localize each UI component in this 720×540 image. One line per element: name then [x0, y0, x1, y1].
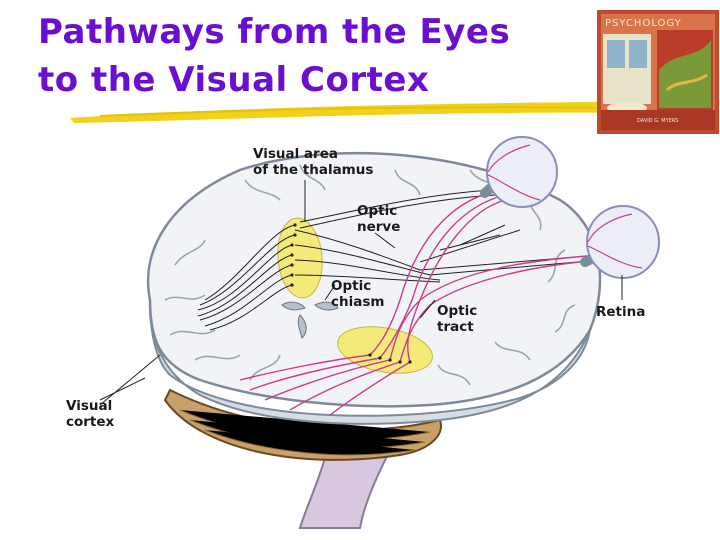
label-optic-tract-line-1: Optic	[437, 303, 478, 319]
label-visual-cortex: Visual cortex	[66, 398, 114, 430]
label-optic-nerve-line-2: nerve	[357, 219, 401, 235]
ventricle-third	[297, 314, 307, 339]
label-thalamus-line-2: of the thalamus	[253, 162, 374, 178]
ventricle-right	[314, 301, 339, 311]
label-optic-nerve-line-1: Optic	[357, 203, 398, 219]
label-optic-tract-line-2: tract	[437, 319, 474, 335]
eyeball-upper	[480, 136, 558, 208]
label-retina: Retina	[596, 304, 645, 320]
label-visual-cortex-line-2: cortex	[66, 414, 115, 430]
label-optic-chiasm: Optic chiasm	[331, 278, 384, 310]
book-author: DAVID G. MYERS	[637, 118, 678, 124]
book-title: PSYCHOLOGY	[605, 18, 682, 29]
slide-title-line-2: to the Visual Cortex	[38, 60, 430, 100]
slide-title-line-1: Pathways from the Eyes	[38, 12, 511, 52]
ventricle-left	[281, 301, 306, 311]
label-thalamus-line-1: Visual area	[253, 146, 338, 162]
brain-slice	[146, 151, 602, 408]
label-thalamus: Visual area of the thalamus	[253, 146, 373, 178]
slide-title: Pathways from the Eyes to the Visual Cor…	[38, 8, 578, 104]
label-optic-tract: Optic tract	[437, 303, 477, 335]
label-optic-nerve: Optic nerve	[357, 203, 400, 235]
label-optic-chiasm-line-1: Optic	[331, 278, 372, 294]
label-retina-text: Retina	[596, 304, 646, 320]
eyeball-lower	[580, 205, 660, 279]
label-optic-chiasm-line-2: chiasm	[331, 294, 385, 310]
book-cover-image: PSYCHOLOGY DAVID G. MYERS	[597, 10, 719, 134]
label-visual-cortex-line-1: Visual	[66, 398, 113, 414]
thalamus-highlight	[277, 217, 323, 299]
brainstem	[298, 439, 397, 529]
